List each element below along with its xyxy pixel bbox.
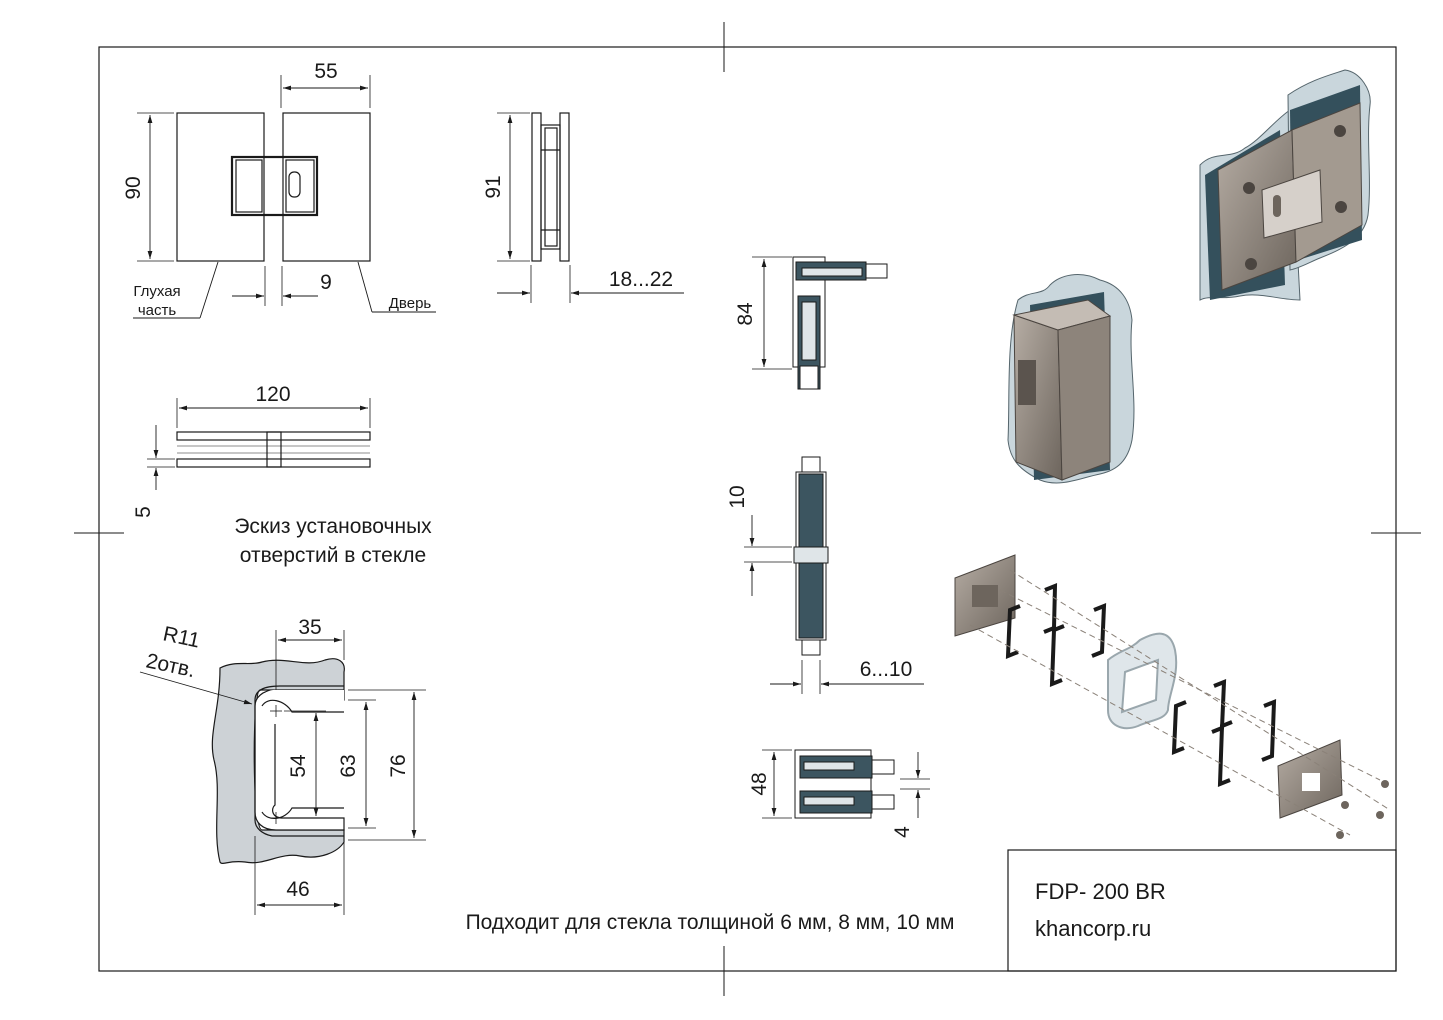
corner-height-label: 84 [734,302,757,326]
corner-view [752,256,888,390]
cutout-holes-label: 2отв. [144,649,197,682]
front-height-label: 90 [122,176,145,199]
sketch-title-2: отверстий в стекле [240,544,426,567]
cutout-radius-label: R11 [161,622,202,652]
sketch-title-1: Эскиз установочных [234,515,432,538]
top-thickness-label: 5 [132,506,155,518]
straight-glass-label: 6...10 [860,658,913,681]
front-view [133,75,436,319]
render-open-hinge [1199,69,1371,301]
cutout-top-width-label: 35 [298,616,321,639]
title-block [1007,849,1397,972]
door-label: Дверь [389,295,432,312]
cutout-bottom-width-label: 46 [286,878,309,901]
side-glass-label: 18...22 [609,268,673,291]
side-height-label: 91 [482,175,505,198]
fixed-part-label-1: Глухая [133,283,180,300]
render-exploded-view [954,554,1391,839]
bottom-view [762,749,930,819]
glass-thickness-note: Подходит для стекла толщиной 6 мм, 8 мм,… [466,911,955,934]
glass-cutout-sketch [139,630,426,915]
top-length-label: 120 [255,383,290,406]
fixed-part-label-2: часть [138,302,177,319]
model-label: FDP- 200 BR [1035,879,1166,904]
side-view [497,112,684,303]
cutout-outer-label: 76 [387,754,410,777]
front-width-label: 55 [314,60,337,83]
cutout-middle-label: 63 [337,754,360,777]
front-gap-label: 9 [320,271,332,294]
render-closed-hinge [1007,274,1135,484]
sheet-frame [74,22,1421,996]
top-view [147,398,371,490]
straight-gap-label: 10 [726,485,749,508]
straight-view [744,456,924,694]
bottom-height-label: 48 [748,772,771,795]
cutout-inner-label: 54 [287,754,310,778]
bottom-gap-label: 4 [891,826,914,838]
site-label: khancorp.ru [1035,916,1151,941]
